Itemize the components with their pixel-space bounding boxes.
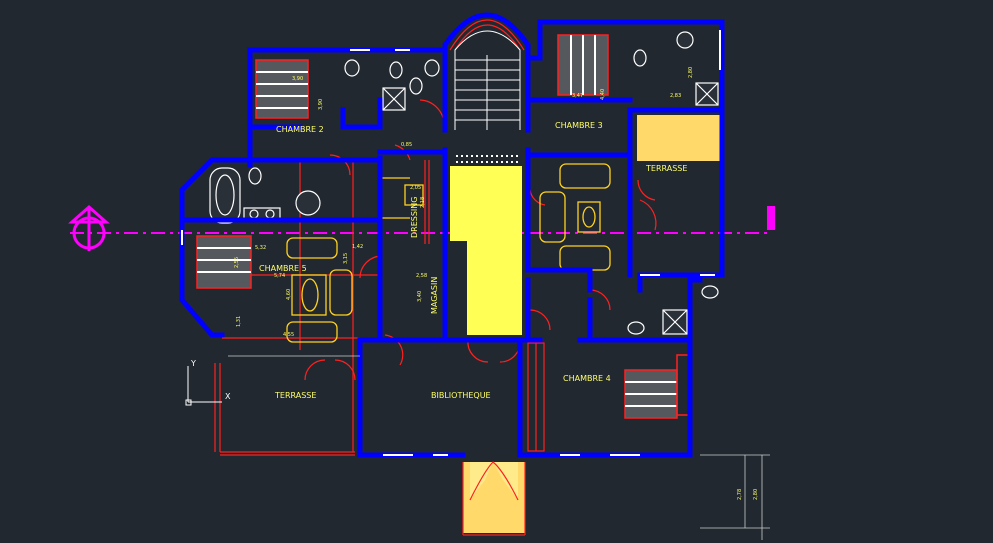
dimension-text: 3,40: [417, 291, 423, 302]
room-label-chambre-5: CHAMBRE 5: [259, 264, 307, 273]
walls: [179, 12, 725, 458]
dimension-text: 3,90: [318, 99, 324, 110]
dimension-text: 1,31: [236, 316, 242, 327]
room-label-chambre-2: CHAMBRE 2: [276, 125, 324, 134]
dimension-text: 5,32: [255, 245, 266, 251]
bed-chambre-3: [557, 34, 609, 96]
dimension-text: 2,55: [234, 257, 240, 268]
ucs-x-label: X: [225, 392, 231, 401]
dimension-text: 2,18: [420, 197, 426, 208]
dimension-text: 1,42: [352, 244, 363, 250]
bed-chambre-5: [196, 235, 252, 289]
dimension-text: 4,40: [600, 89, 606, 100]
room-label-bibliotheque: BIBLIOTHEQUE: [431, 391, 491, 400]
sanitary-fixtures: [209, 31, 719, 335]
room-label-terrasse-left: TERRASSE: [274, 391, 316, 400]
red-fixtures: [214, 19, 657, 536]
dimension-text: 2,58: [416, 273, 427, 279]
room-label-magasin: MAGASIN: [430, 277, 439, 314]
ucs-icon: [185, 366, 222, 406]
room-label-terrasse-right: TERRASSE: [645, 164, 687, 173]
dimension-text: 3,90: [292, 76, 303, 82]
dimension-text: 2,80: [688, 67, 694, 78]
room-label-chambre-4: CHAMBRE 4: [563, 374, 611, 383]
staircase: [454, 30, 521, 130]
dimension-text: 4,55: [283, 332, 294, 338]
dimension-text: 5,74: [274, 273, 285, 279]
ucs-y-label: Y: [190, 359, 196, 368]
window-markers: [181, 30, 721, 456]
room-label-dressing: DRESSING: [410, 197, 419, 238]
dimension-text: 2,83: [670, 93, 681, 99]
room-label-chambre-3: CHAMBRE 3: [555, 121, 603, 130]
dimension-text: 2,80: [753, 489, 759, 500]
section-axis: [68, 204, 775, 251]
dimension-text: 4,60: [286, 289, 292, 300]
dimension-text: 2,05: [410, 185, 421, 191]
furniture: [286, 163, 611, 343]
bed-chambre-2: [255, 59, 309, 119]
dimension-text: 2,78: [737, 489, 743, 500]
floor-fills: [450, 115, 720, 533]
dimension-text: 3,15: [343, 253, 349, 264]
dimension-text: 0,85: [401, 142, 412, 148]
bed-chambre-4: [624, 354, 690, 419]
dimension-lines: [228, 355, 770, 540]
dimension-text: 3,47: [572, 93, 583, 99]
